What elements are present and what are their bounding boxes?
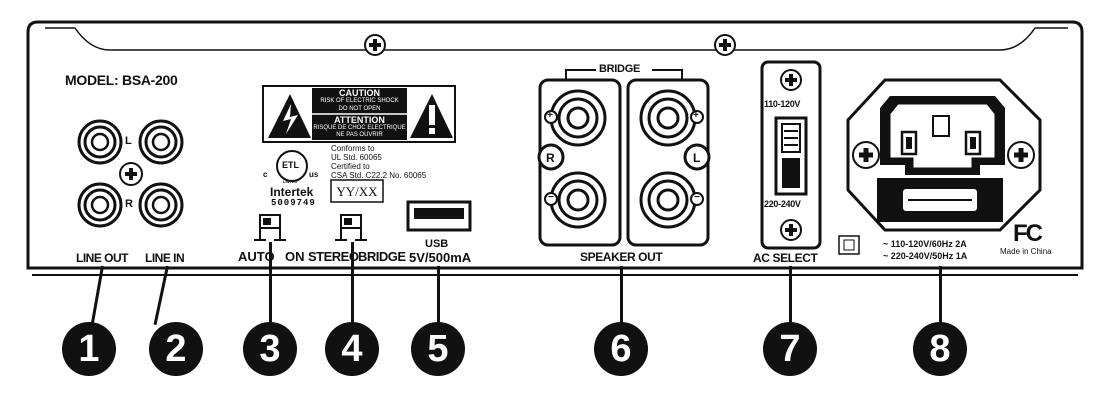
ac-low-label: 220-240V [764,199,801,209]
speaker-bridge-bracket [565,69,683,80]
usb-label: USB [425,238,449,250]
leader-line-4 [351,242,354,326]
attention-title: ATTENTION [334,115,385,125]
model-label: MODEL: BSA-200 [65,72,178,88]
leader-line-6 [620,266,623,326]
rca-jack-line-in-r [138,182,184,228]
speaker-l-plus-label: + [693,110,699,121]
conform-line4: CSA Std. C22.2 No. 60065 [331,171,427,180]
callout-1: 1 [62,322,116,376]
on-label: ON [285,249,305,264]
leader-line-5 [437,266,440,326]
line-out-r-label: R [125,198,133,210]
speaker-terminal-r-minus [549,171,607,229]
caution-line4: NE PAS OUVRIR [336,132,383,138]
speaker-r-label: R [546,151,555,165]
usb-power-label: 5V/500mA [409,250,472,265]
caution-line1: RISK OF ELECTRIC SHOCK [320,98,399,104]
speaker-r-minus-label: − [548,192,554,203]
caution-line3: RISQUE DE CHOC ELECTRIQUE [313,125,406,131]
date-code-text: YY/XX [336,184,378,199]
callout-2: 2 [149,322,203,376]
callout-5: 5 [411,322,465,376]
intertek-number: 5009749 [271,198,316,208]
callout-8: 8 [913,322,967,376]
chassis-outline [26,20,1084,270]
etl-listed-mark-icon [276,150,308,182]
intertek-label: Intertek [270,185,314,199]
leader-line-3 [269,242,272,326]
line-in-label: LINE IN [145,251,185,265]
conform-line3: Certified to [331,162,370,171]
rca-jack-line-in-l [138,119,184,165]
speaker-l-minus-label: − [694,192,700,203]
screw-icon [119,162,143,186]
voltage-selector-switch [774,116,808,196]
caution-title: CAUTION [339,88,380,98]
etl-mark-text: ETL [282,160,299,170]
caution-line2: DO NOT OPEN [338,106,381,112]
bridge-switch-label: BRIDGE [358,249,406,264]
stereo-bridge-switch-icon [335,214,367,241]
line-out-label: LINE OUT [76,251,129,265]
screw-icon [364,34,386,56]
screw-icon [780,219,802,241]
line-out-l-label: L [125,135,132,147]
speaker-l-label: L [693,151,701,165]
ac-high-label: 110-120V [764,99,801,109]
etl-us-label: us [309,170,319,179]
power-spec-line2: ~ 220-240V/50Hz 1A [883,251,968,261]
conform-line2: UL Std. 60065 [331,153,382,162]
speaker-r-plus-label: + [547,110,553,121]
speaker-l-badge [683,143,711,171]
callout-6: 6 [594,322,648,376]
speaker-terminal-l-minus [639,171,697,229]
etl-c-label: c [263,170,268,179]
screw-icon [1007,141,1035,169]
speaker-r-badge [537,143,565,171]
speaker-terminal-l-plus [639,89,697,147]
screw-icon [714,34,736,56]
screw-icon [780,69,802,91]
callout-3: 3 [243,322,297,376]
ac-select-label: AC SELECT [753,251,818,265]
date-code-box [330,179,384,203]
rca-jack-line-out-r [77,182,123,228]
screw-icon [852,141,880,169]
made-in-label: Made in China [1000,247,1052,256]
stereo-label: STEREO [308,249,359,264]
leader-line-8 [939,266,942,326]
callout-4: 4 [325,322,379,376]
fcc-logo: FC [1013,220,1043,247]
callout-7: 7 [763,322,817,376]
chassis-inner-top [45,27,1068,51]
leader-line-7 [789,266,792,326]
auto-label: AUTO [238,249,275,264]
speaker-out-label: SPEAKER OUT [580,250,663,264]
rca-jack-line-out-l [77,119,123,165]
power-spec-line1: ~ 110-120V/60Hz 2A [883,239,967,249]
usb-port-icon [406,200,472,232]
bridge-label: BRIDGE [599,63,640,75]
etl-listed-label: LISTED [283,179,298,184]
conform-line1: Conforms to [331,144,375,153]
speaker-terminal-r-plus [549,89,607,147]
auto-on-switch-icon [254,214,286,241]
